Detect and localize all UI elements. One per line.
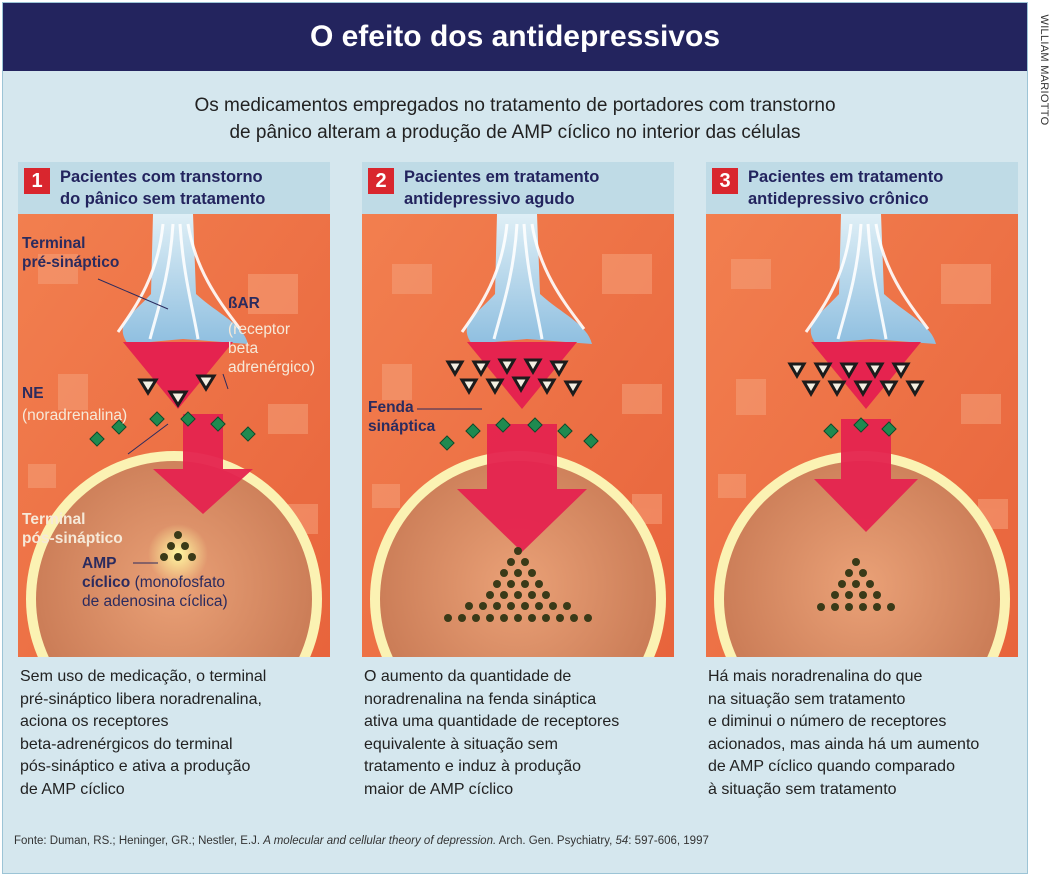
panel-2-description: O aumento da quantidade de noradrenalina… (364, 666, 676, 801)
panel-2: 2 Pacientes em tratamento antidepressivo… (362, 162, 674, 657)
label-bar: ßAR (228, 295, 260, 312)
synapse-illustration-2 (362, 214, 674, 657)
panel-3-description-line: à situação sem tratamento (708, 780, 897, 798)
label-terminal-pos: Terminal pós-sináptico (22, 510, 123, 548)
label-amp-line-2: cíclico (monofosfato (82, 573, 228, 592)
ne-molecules (137, 374, 217, 408)
panel-3-description-line: acionados, mas ainda há um aumento (708, 735, 980, 753)
intro-line-1: Os medicamentos empregados no tratamento… (194, 95, 836, 116)
label-bar-desc-line-3: adrenérgico) (228, 359, 316, 376)
credit-text: WILLIAM MARIOTTO (1038, 14, 1050, 126)
panel-3: 3 Pacientes em tratamento antidepressivo… (706, 162, 1018, 657)
label-ne: NE (22, 385, 44, 402)
source-volume: 54 (615, 835, 629, 847)
tissue-texture (718, 259, 1008, 529)
label-terminal-pos-line-1: Terminal (22, 511, 86, 528)
panel-2-number-badge: 2 (368, 168, 394, 194)
release-arrow (811, 342, 921, 409)
panel-1-number-badge: 1 (24, 168, 50, 194)
label-terminal-pos-line-2: pós-sináptico (22, 530, 123, 547)
panel-3-heading-line-1: Pacientes em tratamento (748, 168, 944, 186)
label-amp-monofosfato: (monofosfato (134, 574, 226, 591)
label-terminal-pre: Terminal pré-sináptico (22, 234, 119, 272)
panel-2-description-line: ativa uma quantidade de receptores (364, 713, 620, 730)
panel-1-heading-line-1: Pacientes com transtorno (60, 168, 263, 186)
panel-3-description-line: Há mais noradrenalina do que (708, 668, 923, 685)
label-terminal-pre-line-2: pré-sináptico (22, 254, 120, 271)
label-fenda-line-2: sináptica (368, 418, 436, 435)
panel-3-heading-line-2: antidepressivo crônico (748, 190, 929, 208)
panel-3-description-line: na situação sem tratamento (708, 690, 906, 708)
camp-dots (444, 547, 592, 622)
source-authors: Fonte: Duman, RS.; Heninger, GR.; Nestle… (14, 835, 264, 847)
page-title: O efeito dos antidepressivos (3, 3, 1027, 71)
postsynaptic-cell (380, 461, 656, 657)
label-ne-desc: (noradrenalina) (22, 407, 128, 424)
panel-2-description-line: noradrenalina na fenda sináptica (364, 690, 597, 708)
panel-1-description-line: beta-adrenérgicos do terminal (20, 735, 233, 753)
label-bar-desc: (receptor beta adrenérgico) (228, 320, 315, 377)
panel-2-description-line: tratamento e induz à produção (364, 758, 582, 775)
camp-dots (817, 558, 895, 611)
panel-1-header: 1 Pacientes com transtorno do pânico sem… (18, 162, 330, 214)
synapse-illustration-3 (706, 214, 1018, 657)
release-arrow (123, 342, 233, 409)
intro-line-2: de pânico alteram a produção de AMP cícl… (229, 122, 801, 143)
panel-3-description-line: de AMP cíclico quando comparado (708, 758, 955, 775)
panel-1-heading: Pacientes com transtorno do pânico sem t… (60, 166, 326, 210)
signal-arrow (153, 414, 253, 514)
label-amp: AMP cíclico (monofosfato de adenosina cí… (82, 554, 228, 611)
panel-2-heading-line-2: antidepressivo agudo (404, 190, 575, 208)
panel-1-description-line: pós-sináptico e ativa a produção (20, 758, 251, 775)
panel-2-description-line: O aumento da quantidade de (364, 668, 572, 685)
signal-arrow (457, 424, 587, 552)
label-amp-line-1: AMP (82, 555, 117, 572)
camp-dots (160, 531, 196, 561)
postsynaptic-cell (724, 461, 1000, 657)
source-title: A molecular and cellular theory of depre… (263, 835, 497, 847)
beta-receptors (439, 417, 599, 451)
intro-text: Os medicamentos empregados no tratamento… (100, 92, 930, 146)
label-amp-ciclico: cíclico (82, 574, 131, 591)
panel-3-description: Há mais noradrenalina do que na situação… (708, 666, 1020, 801)
panel-1-heading-line-2: do pânico sem tratamento (60, 190, 266, 208)
release-arrow (467, 342, 577, 409)
synapse-illustration-1 (18, 214, 330, 657)
beta-receptors (823, 417, 897, 439)
panel-1-description-line: Sem uso de medicação, o terminal (20, 668, 267, 685)
panel-2-description-line: maior de AMP cíclico (364, 780, 514, 798)
panel-3-number-badge: 3 (712, 168, 738, 194)
panel-2-description-line: equivalente à situação sem (364, 735, 558, 753)
panel-1-description-line: pré-sináptico libera noradrenalina, (20, 690, 262, 708)
panel-1-description: Sem uso de medicação, o terminal pré-sin… (20, 666, 332, 801)
panel-1-description-line: aciona os receptores (20, 713, 169, 730)
signal-arrow (814, 419, 918, 532)
source-journal: Arch. Gen. Psychiatry, (496, 835, 616, 847)
source-pages-year: : 597-606, 1997 (628, 835, 709, 847)
ne-molecules (787, 362, 925, 397)
label-bar-desc-line-1: (receptor (228, 321, 291, 338)
panel-2-heading-line-1: Pacientes em tratamento (404, 168, 600, 186)
ne-molecules (445, 358, 583, 397)
photo-credit: WILLIAM MARIOTTO (1034, 8, 1052, 138)
label-bar-desc-line-2: beta (228, 340, 259, 357)
panel-1-description-line: de AMP cíclico (20, 780, 125, 798)
panel-2-heading: Pacientes em tratamento antidepressivo a… (404, 166, 670, 210)
panel-3-description-line: e diminui o número de receptores (708, 713, 947, 730)
beta-receptors (89, 411, 256, 447)
panel-2-header: 2 Pacientes em tratamento antidepressivo… (362, 162, 674, 214)
label-terminal-pre-line-1: Terminal (22, 235, 86, 252)
source-citation: Fonte: Duman, RS.; Heninger, GR.; Nestle… (14, 835, 1014, 847)
label-amp-line-3: de adenosina cíclica) (82, 593, 228, 610)
panel-1: 1 Pacientes com transtorno do pânico sem… (18, 162, 330, 657)
panel-3-heading: Pacientes em tratamento antidepressivo c… (748, 166, 1014, 210)
label-fenda: Fenda sináptica (368, 398, 435, 436)
label-fenda-line-1: Fenda (368, 399, 414, 416)
panel-3-header: 3 Pacientes em tratamento antidepressivo… (706, 162, 1018, 214)
